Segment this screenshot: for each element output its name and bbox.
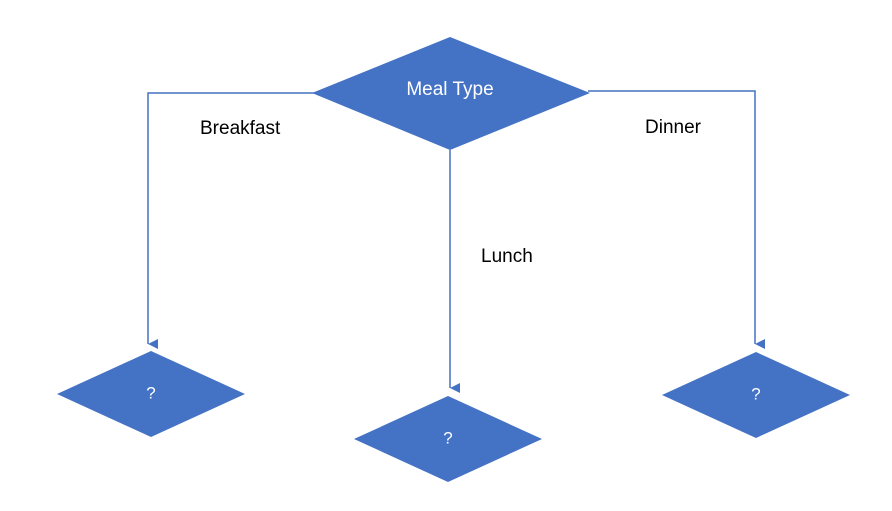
child-node-label: ?: [751, 384, 760, 403]
child-node-dinner: ?: [662, 352, 850, 438]
connector-dinner: [588, 90, 765, 349]
root-node-label: Meal Type: [406, 79, 493, 100]
child-node-breakfast: ?: [57, 351, 245, 437]
edge-label-lunch: Lunch: [481, 246, 533, 267]
child-node-label: ?: [443, 428, 452, 447]
edge-label-breakfast: Breakfast: [200, 118, 281, 139]
root-decision-node: Meal Type: [312, 37, 590, 150]
child-node-lunch: ?: [354, 396, 542, 482]
connector-breakfast: [147, 92, 316, 349]
edge-label-dinner: Dinner: [645, 117, 702, 138]
child-node-label: ?: [146, 383, 155, 402]
